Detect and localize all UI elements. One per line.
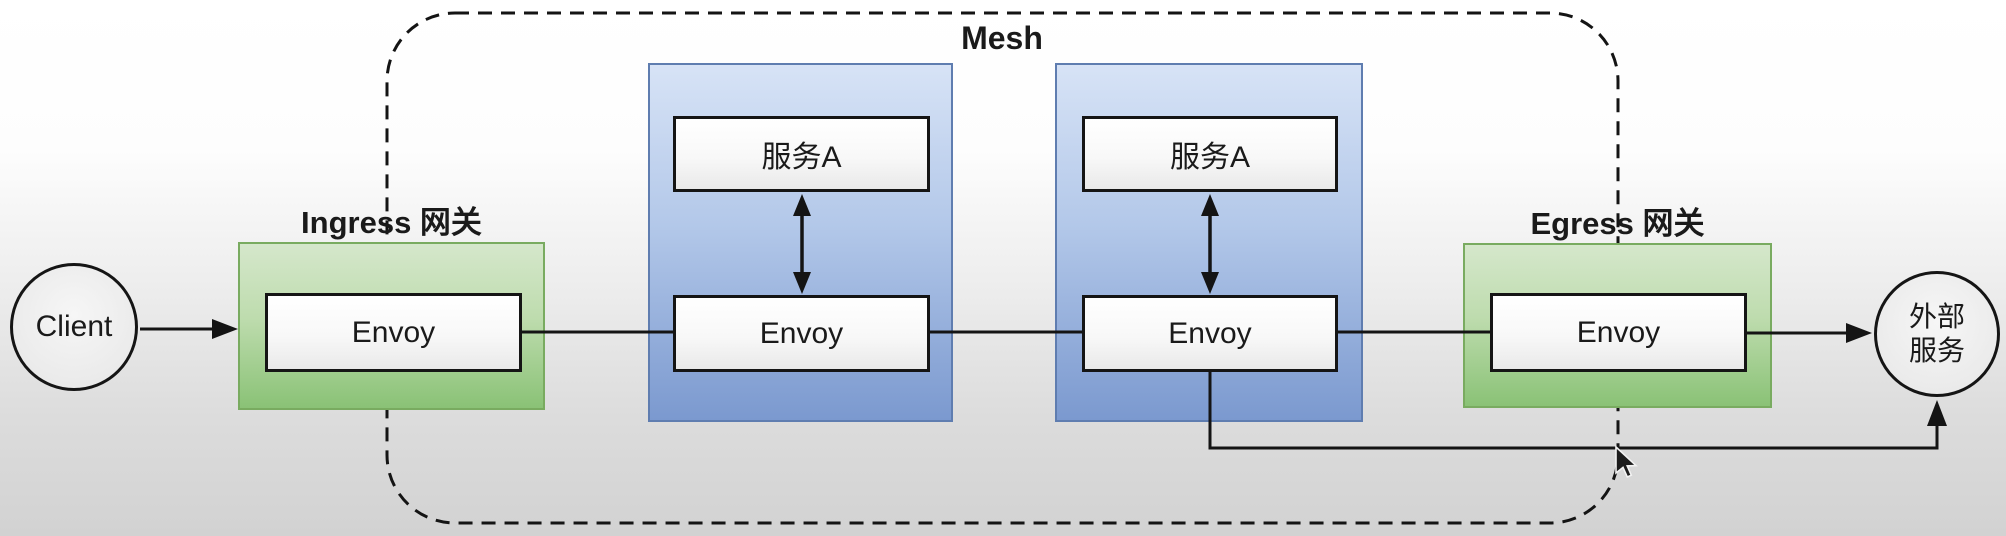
bypass-arrowhead bbox=[1927, 400, 1947, 426]
external-service-label-line1: 外部 bbox=[1908, 301, 1965, 333]
pod2-arrowhead-down bbox=[1201, 272, 1219, 294]
service-a-node-2: 服务A bbox=[1082, 116, 1338, 192]
egress-gateway-label: Egress 网关 bbox=[1530, 206, 1705, 241]
external-service-node: 外部 服务 bbox=[1874, 271, 2000, 397]
ingress-gateway-label: Ingress 网关 bbox=[301, 205, 482, 240]
pod2-envoy-node: Envoy bbox=[1082, 295, 1338, 372]
pod1-envoy-label: Envoy bbox=[759, 316, 844, 350]
ingress-envoy-label: Envoy bbox=[351, 315, 436, 349]
pod2-envoy-label: Envoy bbox=[1168, 316, 1252, 350]
pod1-envoy-node: Envoy bbox=[673, 295, 930, 372]
mouse-pointer-icon bbox=[1615, 445, 1638, 479]
pod2-arrowhead-up bbox=[1201, 194, 1219, 216]
client-label: Client bbox=[35, 310, 113, 343]
pod1-arrowhead-up bbox=[793, 194, 811, 216]
client-arrowhead bbox=[212, 319, 238, 339]
mesh-label: Mesh bbox=[961, 20, 1043, 56]
egress-envoy-label: Envoy bbox=[1576, 315, 1661, 349]
service-a-label-2: 服务A bbox=[1169, 141, 1250, 174]
external-service-label-line2: 服务 bbox=[1908, 335, 1965, 366]
service-a-node-1: 服务A bbox=[673, 116, 930, 192]
client-node: Client bbox=[10, 263, 138, 391]
pod2-to-external-bypass-line bbox=[1208, 372, 1939, 450]
pod1-arrowhead-down bbox=[793, 272, 811, 294]
ingress-envoy-node: Envoy bbox=[265, 293, 522, 372]
egress-arrowhead bbox=[1846, 323, 1872, 343]
egress-envoy-node: Envoy bbox=[1490, 293, 1747, 372]
service-a-label-1: 服务A bbox=[761, 141, 842, 174]
